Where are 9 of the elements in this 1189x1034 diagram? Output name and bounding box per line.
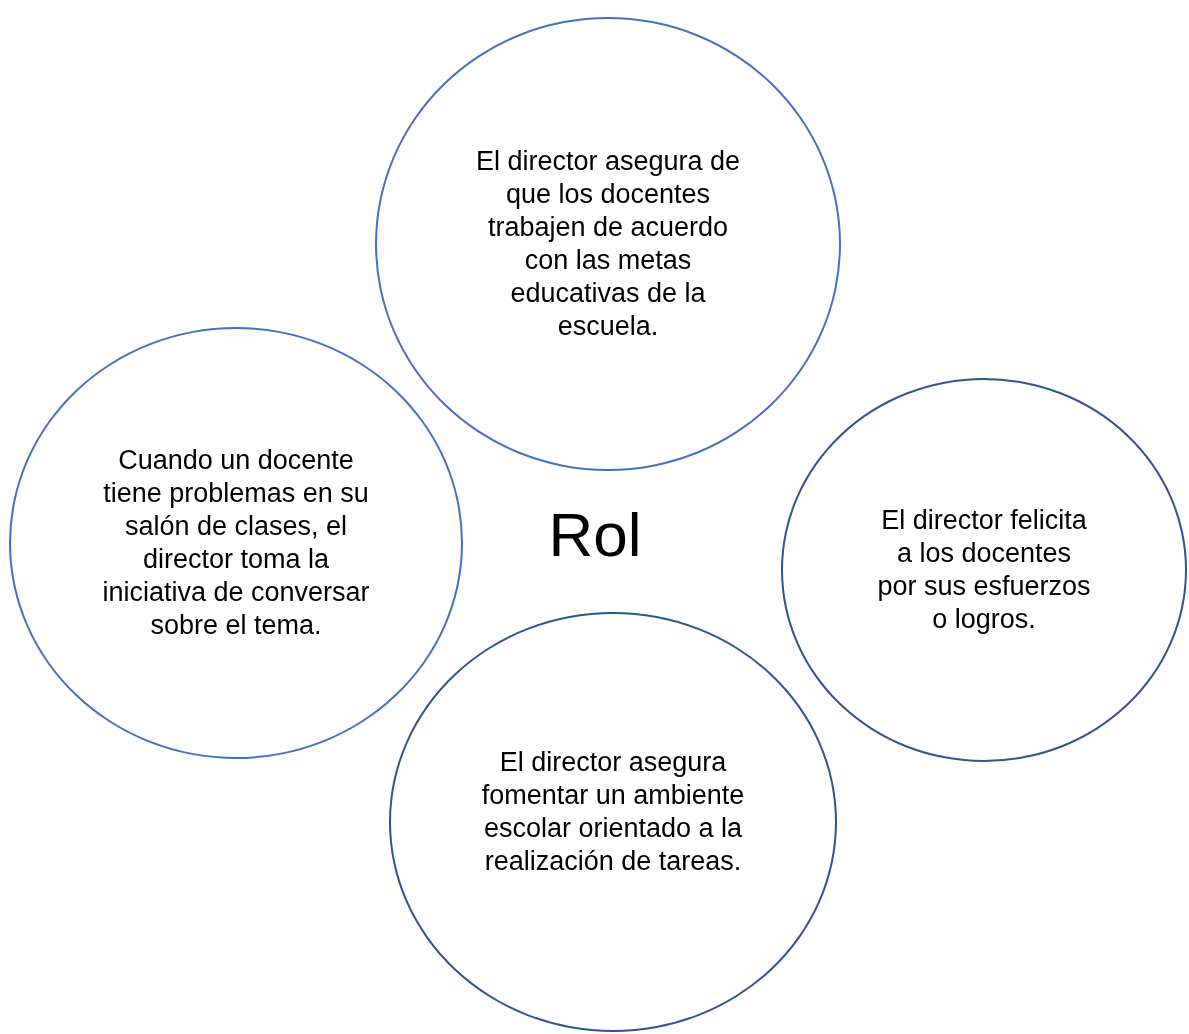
center-label: Rol [547,499,643,571]
circle-node [9,327,463,759]
node-text: Cuando un docente tiene problemas en su salón de clases, el director toma la iniciativa de conversar sobre el tema. [101,444,371,642]
circle-node [375,17,841,471]
node-text: El director felicita a los docentes por sus esfuerzos o logros. [876,504,1092,636]
circle-node [781,378,1187,762]
node-text: El director asegura de que los docentes trabajen de acuerdo con las metas educativas de la escuela. [474,145,742,343]
circle-node [389,612,837,1032]
node-text: El director asegura fomentar un ambiente escolar orientado a la realización de tareas. [480,746,746,878]
